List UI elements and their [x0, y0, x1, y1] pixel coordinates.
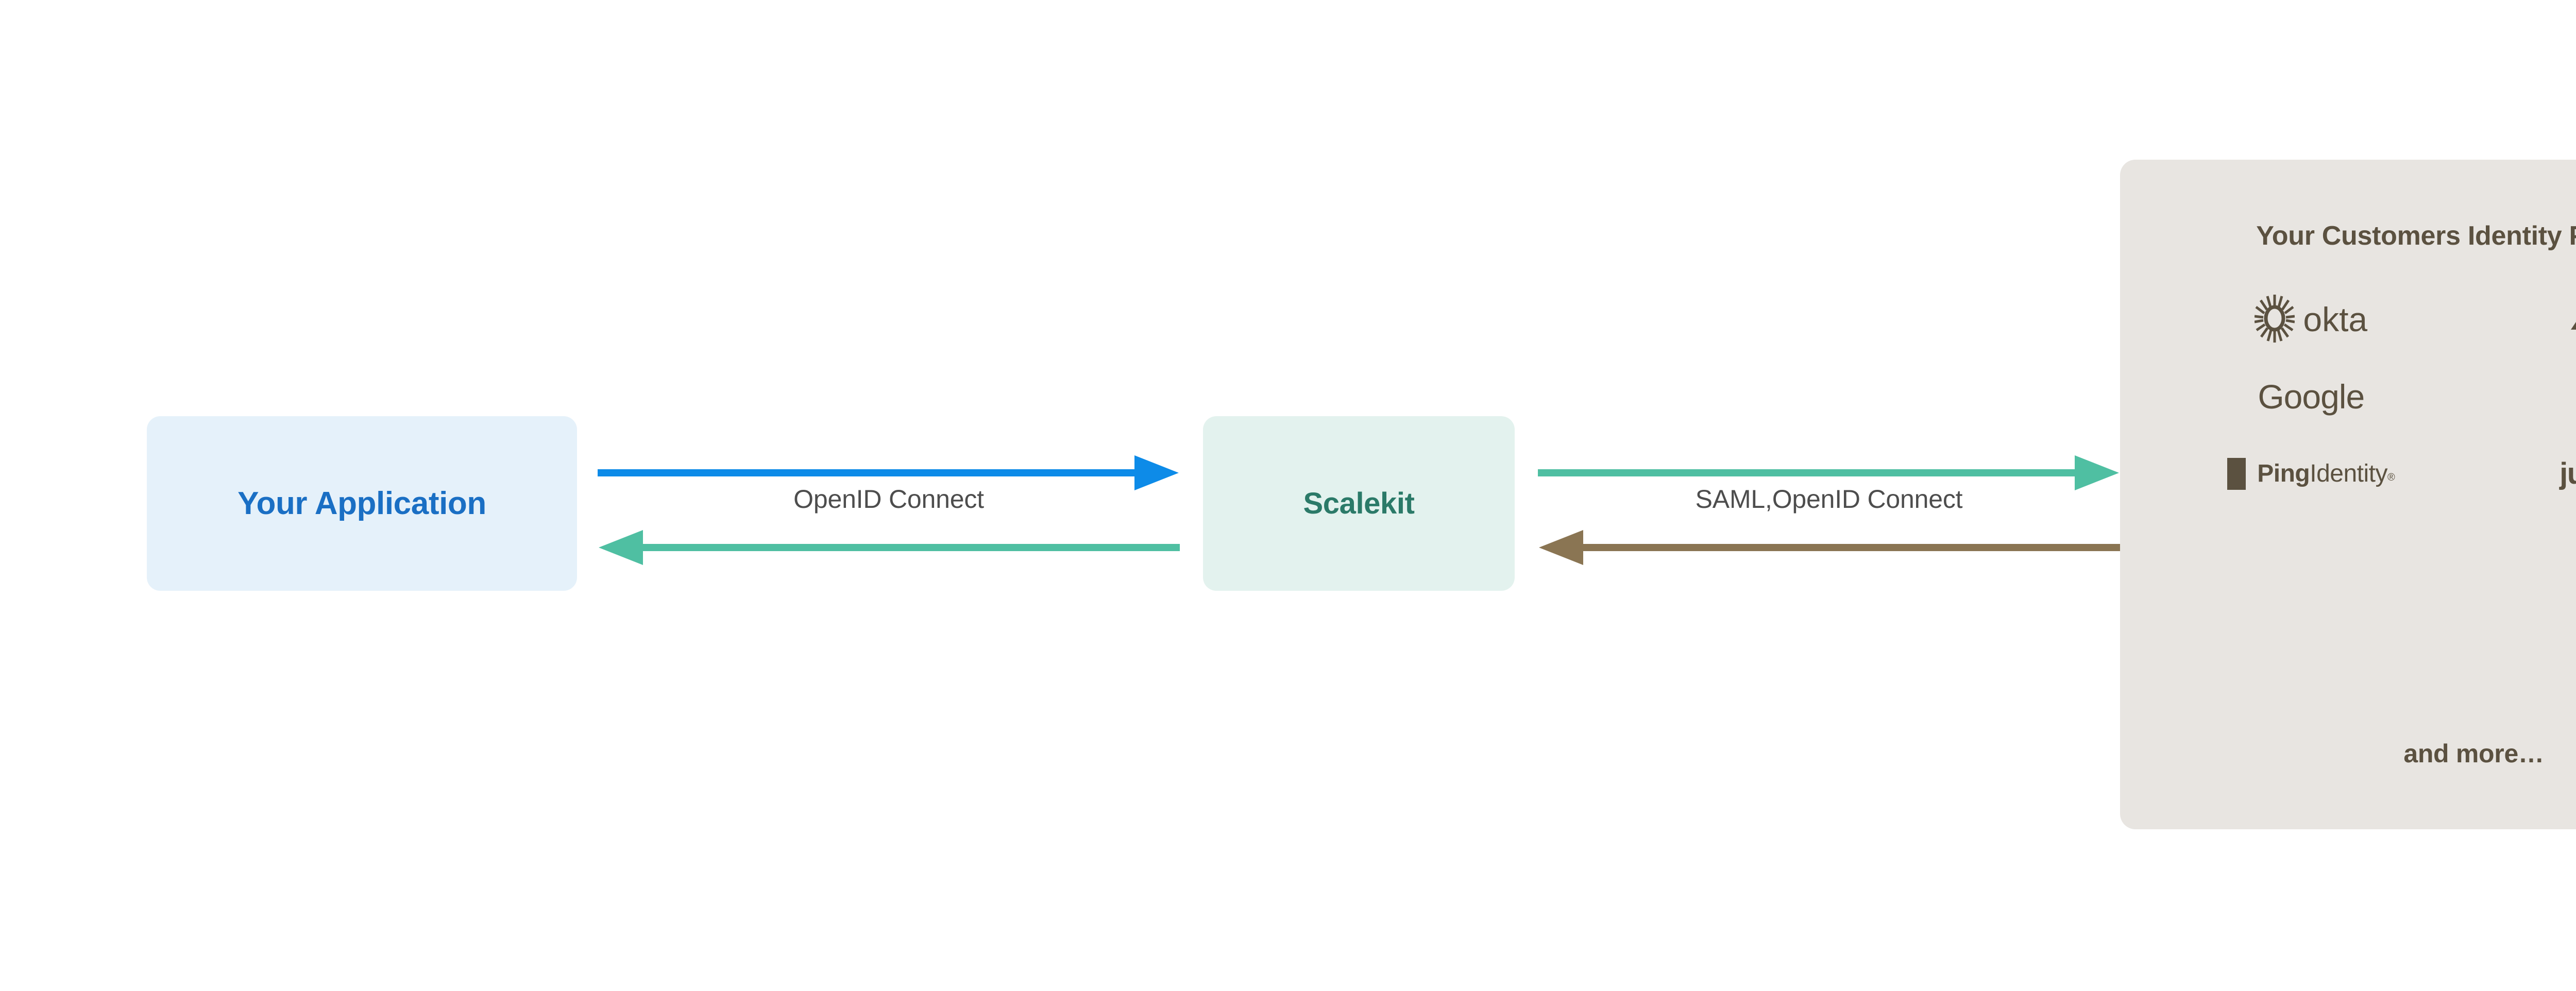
arrow-label-saml-openid-connect: SAML,OpenID Connect	[1695, 485, 1963, 514]
provider-ping-identity-label-light: Identity	[2310, 460, 2387, 487]
provider-okta: okta	[2148, 281, 2474, 358]
identity-providers-panel: Your Customers Identity Providers	[2120, 160, 2576, 829]
arrow-label-openid-connect: OpenID Connect	[793, 485, 984, 514]
identity-providers-title: Your Customers Identity Providers	[2256, 221, 2576, 251]
node-your-application-label: Your Application	[238, 486, 486, 521]
arrow-app-to-scalekit-icon	[598, 452, 1180, 493]
okta-sunburst-icon	[2254, 294, 2295, 346]
provider-ping-identity: PingIdentity®	[2148, 435, 2474, 512]
provider-onelogin: onelogin	[2474, 358, 2576, 435]
provider-jumpcloud: jumpcloud™	[2474, 435, 2576, 512]
identity-providers-footer: and more…	[2403, 739, 2544, 768]
ping-square-icon	[2227, 458, 2246, 490]
provider-ping-identity-label-bold: Ping	[2257, 460, 2310, 487]
provider-azure: Azure	[2474, 281, 2576, 358]
provider-jumpcloud-label-text: jumpcloud	[2560, 457, 2576, 490]
arrow-idp-to-scalekit-icon	[1538, 527, 2120, 568]
provider-jumpcloud-label: jumpcloud™	[2560, 459, 2576, 489]
provider-okta-label: okta	[2303, 300, 2368, 338]
node-scalekit: Scalekit	[1203, 416, 1515, 591]
arrow-scalekit-to-app-icon	[598, 527, 1180, 568]
arrow-scalekit-to-idp-icon	[1538, 452, 2120, 493]
azure-triangle-icon	[2570, 295, 2576, 345]
provider-ping-identity-label: PingIdentity®	[2257, 462, 2395, 486]
identity-providers-grid: okta Azure Google onelogin	[2148, 281, 2576, 512]
provider-google-label: Google	[2258, 378, 2365, 416]
node-scalekit-label: Scalekit	[1303, 487, 1415, 520]
provider-google: Google	[2148, 358, 2474, 435]
provider-ping-identity-registered-mark: ®	[2387, 472, 2395, 483]
node-your-application: Your Application	[147, 416, 577, 591]
